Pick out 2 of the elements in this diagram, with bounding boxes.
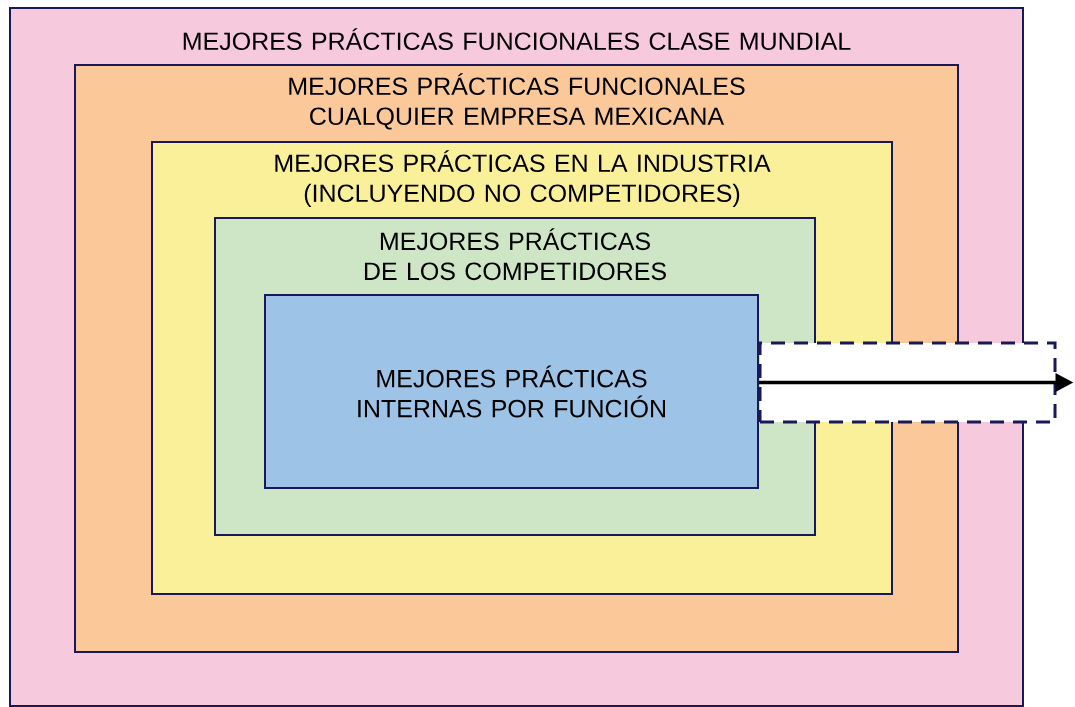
inner-box: MEJORES PRÁCTICAS INTERNAS POR FUNCIÓN: [264, 294, 759, 489]
dashed-box: [758, 341, 1057, 424]
